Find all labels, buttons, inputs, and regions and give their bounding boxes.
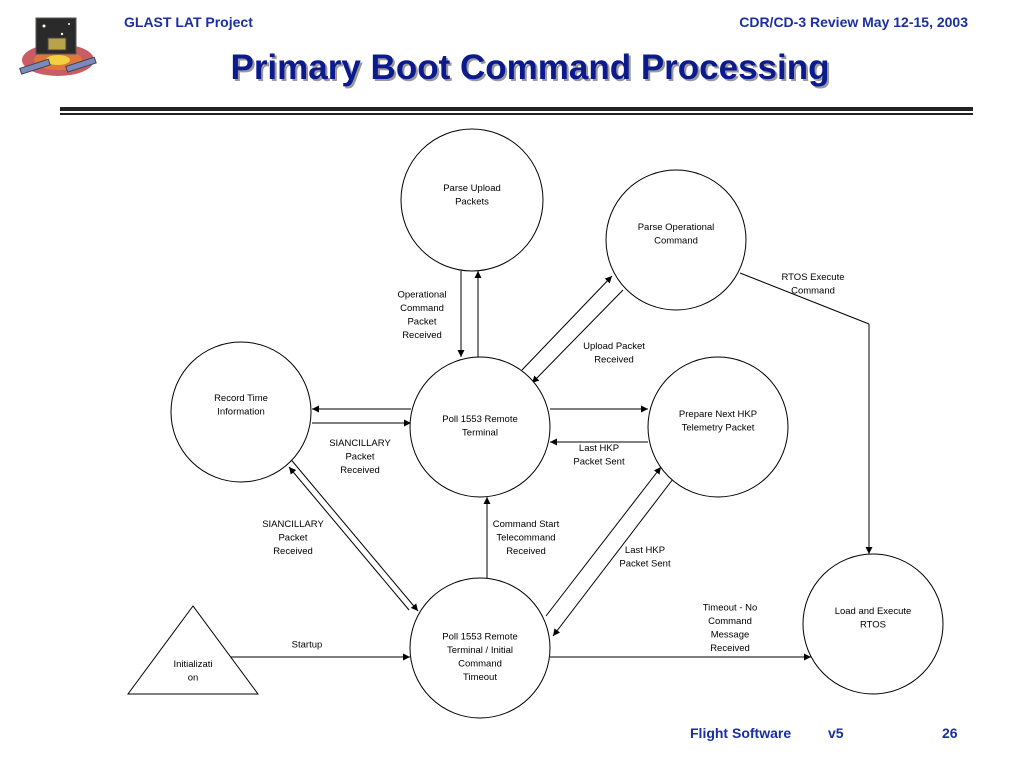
edge-prepare-to-initial [552,478,674,637]
page-number: 26 [942,725,958,741]
node-parse-upload [400,128,544,272]
edge-record-to-initial [287,455,419,612]
footer-version: v5 [828,725,844,741]
node-record-time [170,341,312,483]
page-title: Primary Boot Command Processing [230,48,830,87]
title-divider-thin [60,113,973,115]
review-info: CDR/CD-3 Review May 12-15, 2003 [739,14,968,30]
title-divider [60,107,973,111]
edge-parse-op-to-rtos-a [739,272,870,325]
edge-label-startup: Startup [292,640,323,651]
edge-poll-to-parse-op [521,275,613,371]
node-poll-initial [409,577,551,719]
node-prepare-hkp [647,356,789,498]
glast-logo-icon [19,17,97,76]
node-load-rtos [802,553,944,695]
project-name: GLAST LAT Project [124,14,253,30]
edge-initial-to-prepare [545,466,662,617]
footer-label: Flight Software [690,725,792,741]
node-parse-operational [605,169,747,311]
node-poll-remote [409,356,551,498]
edge-parse-op-to-poll [531,289,624,384]
node-initialization [127,605,259,695]
edge-initial-to-record [288,466,410,611]
